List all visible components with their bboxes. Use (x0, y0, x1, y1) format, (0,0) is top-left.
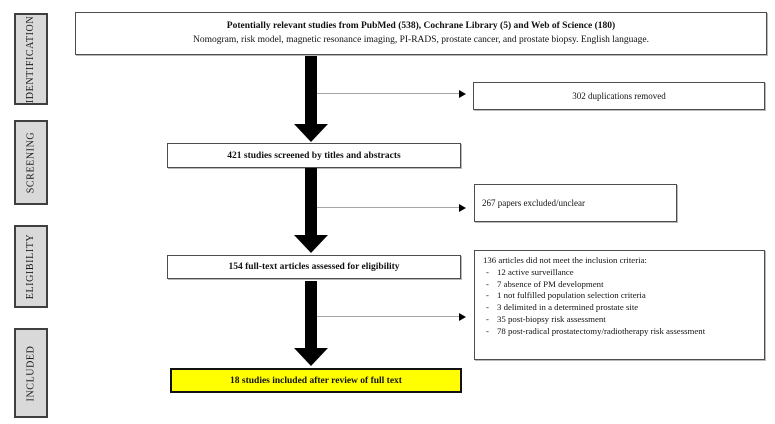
excluded-papers-box: 267 papers excluded/unclear (474, 184, 677, 222)
included-studies-box: 18 studies included after review of full… (170, 368, 462, 393)
stage-included-label: INCLUDED (25, 345, 37, 401)
exclusion-criteria-item: 7 absence of PM development (483, 279, 756, 291)
exclusion-criteria-item: 3 delimited in a determined prostate sit… (483, 302, 756, 314)
connector-excluded-arrow-icon (459, 204, 466, 212)
arrow-eligibility-to-included-head (294, 348, 328, 366)
duplications-removed-label: 302 duplications removed (572, 91, 666, 101)
connector-duplications-arrow-icon (459, 90, 466, 98)
stage-screening-label: SCREENING (25, 131, 37, 194)
arrow-eligibility-to-included-shaft (305, 281, 317, 348)
stage-screening: SCREENING (14, 120, 48, 205)
eligibility-box: 154 full-text articles assessed for elig… (167, 255, 461, 279)
included-studies-label: 18 studies included after review of full… (230, 375, 402, 386)
connector-criteria-arrow-icon (459, 313, 466, 321)
duplications-removed-box: 302 duplications removed (473, 82, 765, 110)
exclusion-criteria-item: 1 not fulfilled population selection cri… (483, 290, 756, 302)
screened-label: 421 studies screened by titles and abstr… (227, 150, 401, 161)
arrow-identification-to-screening-shaft (305, 56, 317, 124)
exclusion-criteria-box: 136 articles did not meet the inclusion … (474, 250, 765, 360)
arrow-screening-to-eligibility-shaft (305, 168, 317, 235)
arrow-screening-to-eligibility-head (294, 235, 328, 253)
excluded-papers-label: 267 papers excluded/unclear (482, 198, 585, 208)
stage-identification: IDENTIFICATION (14, 13, 48, 105)
exclusion-criteria-item: 12 active surveillance (483, 267, 756, 279)
connector-duplications-line (317, 93, 460, 94)
stage-included: INCLUDED (14, 328, 48, 418)
connector-excluded-line (317, 207, 460, 208)
eligibility-label: 154 full-text articles assessed for elig… (228, 262, 400, 272)
arrow-identification-to-screening-head (294, 124, 328, 142)
source-studies-box: Potentially relevant studies from PubMed… (75, 12, 767, 55)
exclusion-criteria-list: 12 active surveillance 7 absence of PM d… (483, 267, 756, 338)
stage-eligibility-label: ELIGIBILITY (25, 233, 37, 300)
exclusion-criteria-item: 35 post-biopsy risk assessment (483, 314, 756, 326)
screened-box: 421 studies screened by titles and abstr… (167, 143, 461, 168)
source-studies-keywords: Nomogram, risk model, magnetic resonance… (193, 34, 649, 45)
connector-criteria-line (317, 316, 460, 317)
stage-eligibility: ELIGIBILITY (14, 225, 48, 308)
stage-identification-label: IDENTIFICATION (25, 15, 37, 103)
exclusion-criteria-header: 136 articles did not meet the inclusion … (483, 255, 647, 265)
exclusion-criteria-item: 78 post-radical prostatectomy/radiothera… (483, 326, 756, 338)
source-studies-title: Potentially relevant studies from PubMed… (226, 20, 616, 31)
